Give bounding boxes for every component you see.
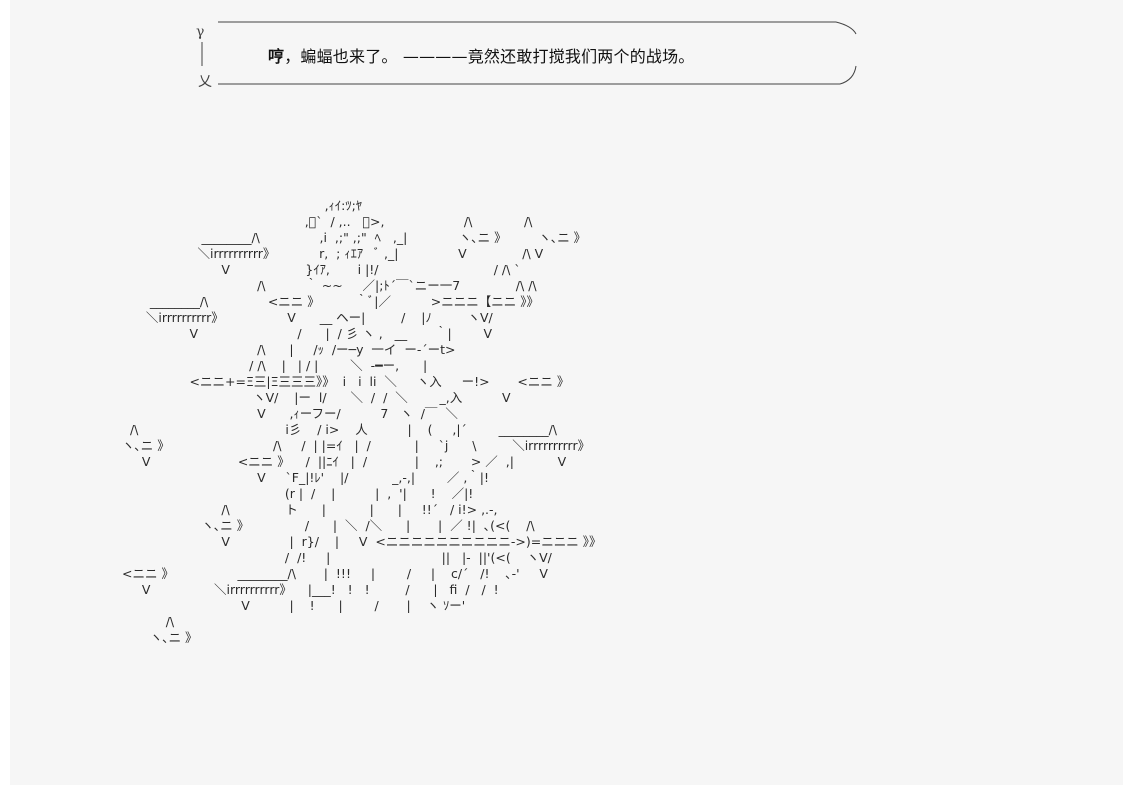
manga-panel: γ 乂 哼，蝙蝠也来了。 ————竟然还敢打搅我们两个的战场。 ,ｨｲ:ﾂ;ﾔ … bbox=[10, 0, 1123, 785]
speech-text: 哼，蝙蝠也来了。 ————竟然还敢打搅我们两个的战场。 bbox=[268, 43, 828, 67]
speech-line: ，蝙蝠也来了。 ————竟然还敢打搅我们两个的战场。 bbox=[284, 47, 695, 66]
bubble-corner-yi: 乂 bbox=[198, 74, 212, 90]
ascii-art-battle-scene: ,ｨｲ:ﾂ;ﾔ ,ﾞ` / ,.. ｀>, /\ /\ ________/\ ,… bbox=[122, 198, 602, 645]
speech-bold-lead: 哼 bbox=[268, 47, 285, 66]
speech-bubble: γ 乂 bbox=[196, 21, 857, 90]
bubble-corner-gamma: γ bbox=[196, 24, 204, 40]
